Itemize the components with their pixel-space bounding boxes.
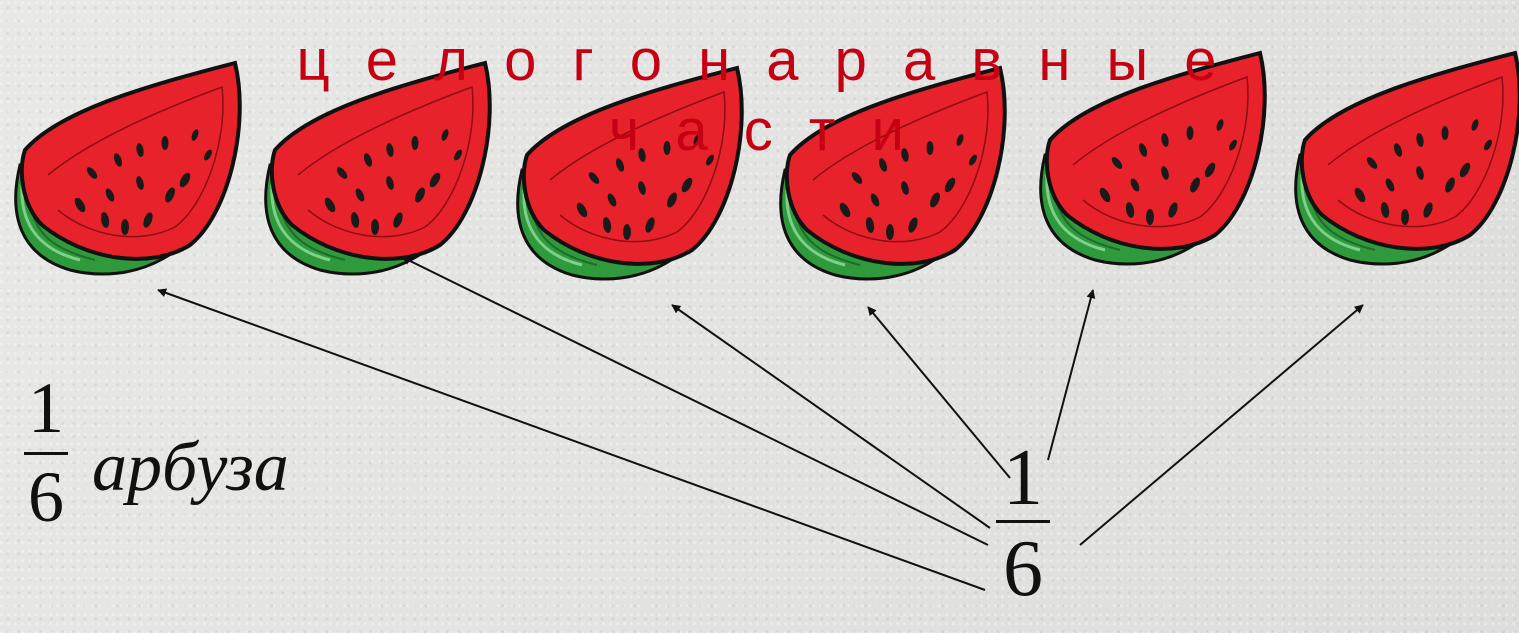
title-line-1: ц е л о г о н а р а в н ы е: [0, 26, 1519, 96]
slide-title: ц е л о г о н а р а в н ы е ч а с т и: [0, 26, 1519, 166]
center-fraction: 1 6: [992, 438, 1054, 609]
left-fraction-denominator: 6: [22, 461, 70, 533]
left-fraction: 1 6: [22, 372, 70, 533]
title-line-2: ч а с т и: [0, 96, 1519, 166]
fraction-word: арбуза: [92, 428, 289, 508]
arrow: [1080, 305, 1363, 545]
left-fraction-numerator: 1: [22, 372, 70, 444]
center-fraction-denominator: 6: [992, 529, 1054, 609]
left-fraction-bar: [24, 452, 68, 455]
arrow: [1048, 290, 1093, 460]
arrow: [868, 307, 1010, 478]
arrow: [402, 257, 988, 545]
center-fraction-numerator: 1: [992, 438, 1054, 518]
